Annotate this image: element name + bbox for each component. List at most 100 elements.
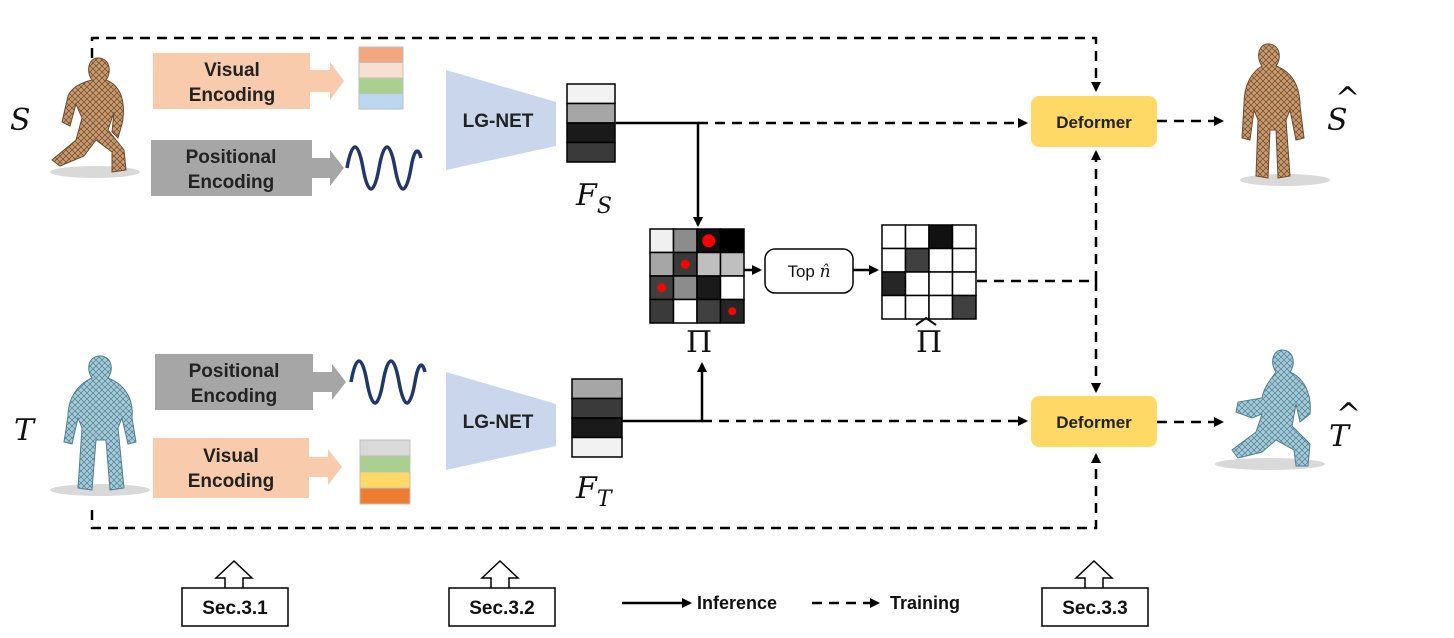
target-feature-cell-1 [571,397,623,419]
target-mesh [50,355,150,496]
pi-cell-0-3 [719,228,745,254]
pi-match-dot-1 [680,259,690,269]
pi-cell-1-0 [649,251,675,277]
pi-cell-3-0 [649,298,675,324]
pihat-cell-1-1 [904,247,930,273]
legend: Inference Training [622,593,960,613]
pi-cell-2-2 [696,275,722,301]
target-deformer-label: Deformer [1056,413,1132,432]
source-inference-to-pi [616,121,703,227]
source-deformer-label: Deformer [1056,113,1132,132]
source-feature-label: FS [575,178,612,219]
legend-inference-label: Inference [697,593,777,613]
target-feature-cell-0 [571,378,623,400]
target-symbol: T [14,413,36,448]
legend-training-label: Training [890,593,960,613]
source-positional-encoding-arrow [312,150,344,186]
pi-cell-2-3 [719,275,745,301]
section-marker-1: Sec.3.1 [181,559,289,627]
pi-cell-1-3 [719,251,745,277]
target-feature-matrix [571,378,623,458]
target-visual-feature-cell-0 [359,439,411,457]
pihat-cell-0-3 [951,224,977,250]
pi-match-dot-0 [702,234,716,248]
target-visual-encoding-line2: Encoding [188,471,275,492]
target-positional-encoding-line1: Positional [189,361,280,382]
pi-cell-2-1 [672,275,698,301]
pihat-cell-3-3 [951,294,977,320]
source-deformer: Deformer [1031,96,1157,147]
target-output-hat: ^ [1336,397,1361,432]
source-symbol: S [10,103,31,138]
source-visual-encoding-box: Visual Encoding [153,53,310,109]
topn-box: Top n̂ [764,248,854,294]
correspondence-matrix [649,228,745,324]
pihat-cell-3-0 [881,294,907,320]
target-deformer: Deformer [1031,396,1157,447]
target-positional-encoding-arrow [313,364,346,400]
target-feature-cell-2 [571,417,623,439]
source-positional-encoding-line1: Positional [186,147,277,168]
correspondence-hat-accent [915,316,937,326]
pihat-cell-3-2 [928,294,954,320]
target-visual-feature-cell-3 [359,487,411,505]
pihat-cell-2-2 [928,271,954,297]
source-lgnet-label: LG-NET [463,111,534,132]
target-output-mesh [1215,349,1325,470]
pi-cell-0-1 [672,228,698,254]
correspondence-hat-symbol: Π [916,325,942,360]
source-feature-cell-3 [566,141,616,163]
source-feature-cell-2 [566,122,616,144]
target-visual-encoding-line1: Visual [203,446,259,467]
section-label-1: Sec.3.1 [202,598,268,619]
source-lgnet: LG-NET [446,70,556,170]
source-visual-feature-cell-3 [358,93,404,110]
target-output-symbol: T [1329,419,1351,454]
pi-cell-1-2 [696,251,722,277]
target-visual-feature-stack [359,439,411,505]
pihat-cell-1-3 [951,247,977,273]
target-positional-encoding-line2: Encoding [191,386,278,407]
source-positional-encoding-box: Positional Encoding [151,140,312,196]
target-positional-encoding-box: Positional Encoding [155,354,313,410]
source-feature-matrix [566,83,616,163]
source-output-mesh [1240,43,1330,186]
source-visual-encoding-line1: Visual [204,60,260,81]
target-feature-cell-3 [571,436,623,458]
target-visual-feature-cell-2 [359,471,411,489]
pihat-cell-2-1 [904,271,930,297]
source-visual-feature-cell-1 [358,62,404,79]
section-label-2: Sec.3.2 [469,598,535,619]
source-positional-encoding-line2: Encoding [188,172,275,193]
pi-match-dot-2 [657,283,667,293]
target-wave-icon [349,359,427,405]
source-visual-encoding-arrow [310,62,344,100]
pihat-cell-0-2 [928,224,954,250]
section-marker-3: Sec.3.3 [1041,559,1149,627]
source-visual-feature-cell-2 [358,77,404,94]
pihat-cell-2-3 [951,271,977,297]
pihat-cell-3-1 [904,294,930,320]
section-marker-2: Sec.3.2 [448,559,556,627]
source-output-symbol: S [1327,103,1348,138]
section-label-3: Sec.3.3 [1062,598,1128,619]
pihat-cell-0-1 [904,224,930,250]
target-visual-encoding-arrow [309,449,342,485]
pi-match-dot-3 [728,307,737,316]
source-mesh [50,57,140,178]
source-visual-encoding-line2: Encoding [189,85,276,106]
pi-cell-3-2 [696,298,722,324]
target-inference-to-pi [622,362,707,423]
pi-cell-0-0 [649,228,675,254]
correspondence-hat-matrix [881,224,977,320]
source-wave-icon [345,145,423,191]
topn-label: Top n̂ [787,262,830,282]
correspondence-symbol: Π [686,325,712,360]
target-visual-feature-cell-1 [359,455,411,473]
pihat-cell-0-0 [881,224,907,250]
pihat-cell-1-2 [928,247,954,273]
target-lgnet: LG-NET [446,372,556,470]
target-visual-encoding-box: Visual Encoding [153,438,309,498]
source-output-hat: ^ [1335,81,1360,116]
source-visual-feature-stack [358,46,404,110]
